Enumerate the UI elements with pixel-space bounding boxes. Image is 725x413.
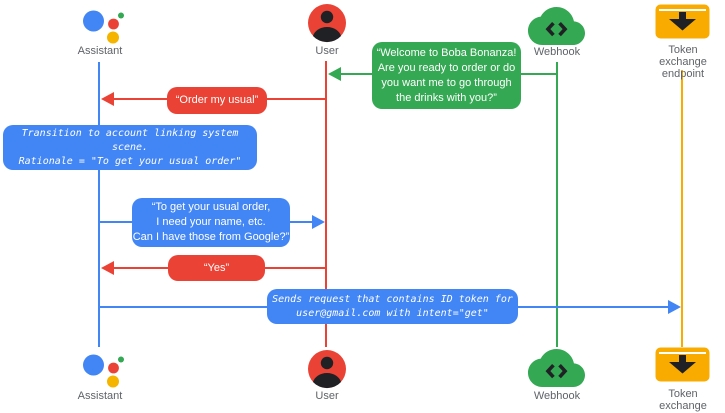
arrowhead-left-yes-icon	[101, 261, 114, 275]
sends-request-note-bubble: Sends request that contains ID token for…	[267, 289, 518, 324]
lifeline-token-endpoint	[681, 70, 683, 347]
lifeline-webhook	[556, 62, 558, 347]
user-icon	[308, 350, 346, 389]
arrowhead-left-welcome-icon	[328, 67, 341, 81]
welcome-message-bubble: “Welcome to Boba Bonanza! Are you ready …	[372, 42, 521, 109]
transition-note-bubble: Transition to account linking system sce…	[3, 125, 257, 170]
yes-message-bubble: “Yes”	[168, 255, 265, 281]
actor-label-webhook-bottom: Webhook	[533, 390, 581, 402]
actor-label-token-endpoint-bottom: Token exchange endpoint	[659, 388, 707, 413]
actor-label-user-top: User	[315, 45, 339, 57]
ask-permission-message-bubble: “To get your usual order, I need your na…	[132, 198, 290, 247]
arrowhead-left-order-usual-icon	[101, 92, 114, 106]
actor-label-token-endpoint-top: Token exchange endpoint	[659, 44, 707, 80]
user-icon	[308, 4, 346, 43]
lifeline-user	[325, 61, 327, 347]
actor-label-user-bottom: User	[315, 390, 339, 402]
token-endpoint-icon	[655, 4, 710, 39]
webhook-cloud-icon	[528, 7, 585, 45]
arrowhead-right-sends-request-icon	[668, 300, 681, 314]
actor-label-assistant-top: Assistant	[77, 45, 123, 57]
actor-label-webhook-top: Webhook	[533, 46, 581, 58]
lifeline-assistant	[98, 62, 100, 347]
token-endpoint-icon	[655, 347, 710, 382]
webhook-cloud-icon	[528, 349, 585, 387]
arrowhead-right-ask-permission-icon	[312, 215, 325, 229]
assistant-logo-icon	[83, 10, 124, 44]
assistant-logo-icon	[83, 354, 124, 388]
order-usual-message-bubble: “Order my usual”	[167, 87, 267, 114]
actor-label-assistant-bottom: Assistant	[77, 390, 123, 402]
